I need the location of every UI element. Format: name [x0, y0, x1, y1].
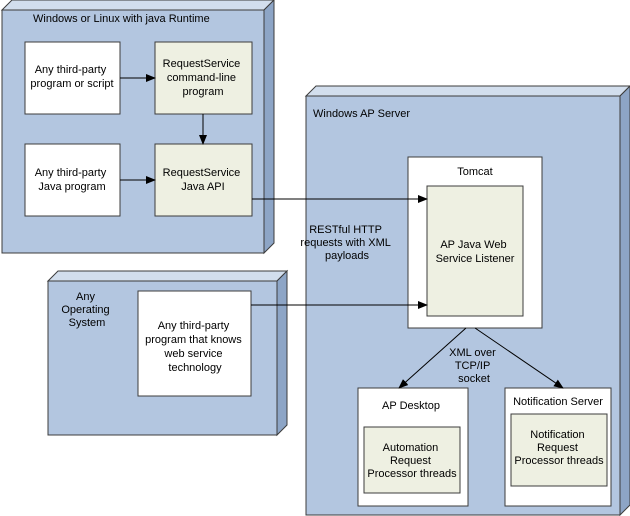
automation-threads-text: Automation Request Processor threads [367, 442, 457, 480]
ap-desktop-title: AP Desktop [382, 400, 440, 412]
text-line: command-line [167, 72, 236, 84]
text-line: web service [163, 348, 222, 360]
automation-threads-box [363, 426, 461, 494]
text-line: RequestService [163, 58, 241, 70]
text-line: RESTful HTTP [309, 224, 382, 236]
text-line: RequestService [163, 167, 241, 179]
any-os-label-line: Operating [61, 304, 109, 316]
text-line: XML over [449, 347, 496, 359]
text-line: requests with XML [300, 237, 390, 249]
tomcat-to-desktop-arrow [398, 327, 467, 389]
third-party-script-box: Any third-party program or script [24, 41, 121, 115]
text-line: Request [390, 455, 431, 467]
ap-desktop-box: AP Desktop Automation Request Processor … [357, 387, 469, 507]
text-line: Request [537, 442, 578, 454]
web-service-program-box: Any third-party program that knows web s… [137, 290, 252, 397]
xml-tcp-annotation: XML over TCP/IP socket [449, 347, 499, 385]
client-machine-label: Windows or Linux with java Runtime [33, 13, 210, 25]
any-os-label: Any Operating System [61, 291, 112, 329]
requestservice-cli-text: RequestService command-line program [163, 58, 244, 98]
third-party-script-text: Any third-party program or script [30, 64, 113, 90]
notification-threads-box [510, 413, 608, 487]
text-line: Automation [383, 442, 439, 454]
third-party-java-box: Any third-party Java program [24, 143, 121, 217]
ap-listener-text: AP Java Web Service Listener [436, 239, 515, 265]
notification-server-box: Notification Server Notification Request… [504, 387, 612, 507]
any-os-label-line: System [69, 317, 106, 329]
any-os-label-line: Any [76, 291, 95, 303]
tomcat-to-notification-arrow [474, 327, 564, 389]
text-line: socket [458, 373, 490, 385]
text-line: Notification [530, 429, 584, 441]
requestservice-cli-box: RequestService command-line program [154, 41, 253, 115]
text-line: Any third-party [158, 320, 230, 332]
text-line: technology [168, 362, 222, 374]
text-line: Processor threads [367, 468, 457, 480]
http-requests-annotation: RESTful HTTP requests with XML payloads [300, 224, 393, 262]
third-party-java-text: Any third-party Java program [35, 167, 110, 193]
text-line: Processor threads [514, 455, 604, 467]
text-line: Service Listener [436, 253, 515, 265]
ap-server-label: Windows AP Server [313, 108, 410, 120]
tomcat-title: Tomcat [457, 166, 492, 178]
requestservice-api-box: RequestService Java API [154, 143, 253, 217]
text-line: Any third-party [35, 64, 107, 76]
requestservice-api-text: RequestService Java API [163, 167, 244, 193]
text-line: Any third-party [35, 167, 107, 179]
text-line: TCP/IP [455, 360, 490, 372]
text-line: program that knows [145, 334, 242, 346]
text-line: AP Java Web [440, 239, 506, 251]
text-line: Java program [38, 181, 105, 193]
notification-threads-text: Notification Request Processor threads [514, 429, 604, 467]
text-line: program [183, 86, 224, 98]
tomcat-box: Tomcat AP Java Web Service Listener [407, 156, 543, 329]
text-line: program or script [30, 78, 113, 90]
ap-listener-box [426, 185, 524, 317]
text-line: payloads [325, 250, 370, 262]
notification-server-title: Notification Server [513, 396, 603, 408]
text-line: Java API [181, 181, 224, 193]
web-service-program-text: Any third-party program that knows web s… [145, 320, 245, 374]
